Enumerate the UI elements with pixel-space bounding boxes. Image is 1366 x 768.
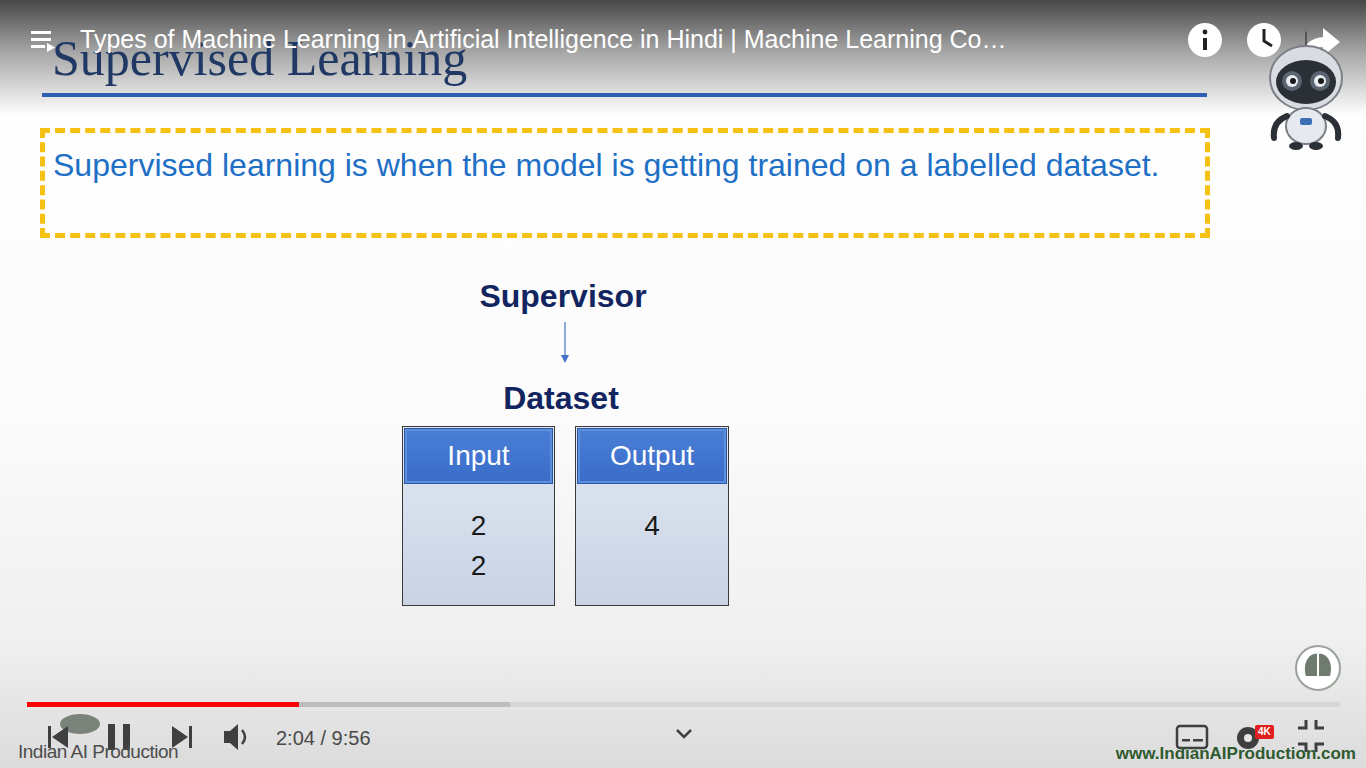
definition-text: Supervised learning is when the model is…	[53, 141, 1193, 189]
time-display: 2:04 / 9:56	[276, 726, 371, 750]
table-column: Output 4	[575, 426, 729, 606]
table-column: Input 22	[402, 426, 555, 606]
header-text: Output	[610, 440, 694, 472]
website-watermark: www.IndianAIProduction.com	[1116, 744, 1356, 764]
column-body: 4	[577, 484, 727, 560]
header-text: Input	[447, 440, 509, 472]
dataset-label: Dataset	[411, 379, 711, 417]
column-header: Input	[404, 428, 553, 484]
robot-mascot	[1270, 26, 1342, 150]
column-header: Output	[577, 428, 727, 484]
quality-badge: 4K	[1255, 725, 1274, 739]
cell-value: 2	[410, 506, 547, 546]
progress-played	[27, 702, 299, 707]
info-icon	[1188, 23, 1222, 57]
cell-value: 4	[583, 506, 721, 546]
supervisor-label: Supervisor	[413, 277, 713, 315]
video-title: Types of Machine Learning in Artificial …	[80, 23, 1006, 55]
channel-watermark: Indian AI Production	[18, 741, 178, 763]
column-body: 22	[404, 484, 553, 600]
definition-box: Supervised learning is when the model is…	[40, 128, 1210, 238]
progress-track	[27, 702, 1340, 707]
cell-value: 2	[410, 546, 547, 586]
clock-icon	[1247, 23, 1281, 57]
menu-icon	[31, 31, 55, 52]
progress-buffer	[27, 702, 510, 707]
arrow-head	[561, 355, 569, 363]
channel-logo	[1296, 646, 1340, 690]
title-rule	[42, 93, 1207, 97]
supervisor-arrow	[564, 322, 565, 356]
